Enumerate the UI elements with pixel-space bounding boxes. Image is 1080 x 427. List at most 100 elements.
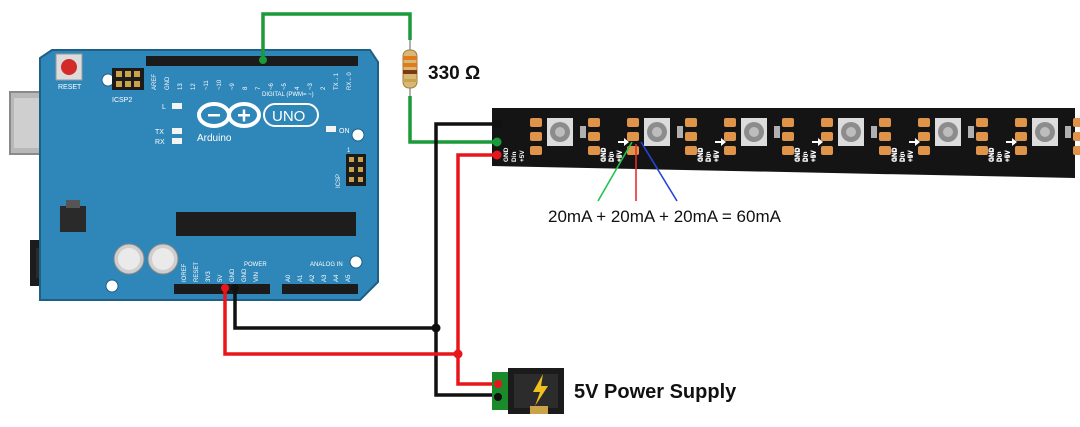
digital-pin-label: TX→1 [334,72,340,90]
icsp-pin1-label: 1 [347,148,351,154]
uno-badge [263,103,319,127]
strip-output-label: GND [698,147,705,162]
strip-output-label: +5V [1005,150,1012,162]
strip-output-label: GND [601,147,608,162]
board-body [39,49,379,301]
voltage-regulator [60,206,86,232]
analog-pin-label: A0 [286,274,292,282]
junction-dot [492,150,502,160]
digital-pin-label: 7 [256,86,262,90]
analog-header-label: ANALOG IN [310,262,343,268]
power-pin-label: IOREF [182,263,188,282]
ground-wire [233,122,497,397]
solder-pad [530,146,542,155]
solder-pad [782,118,794,127]
junction-dot [231,284,239,292]
strip-input-label: Din [511,152,518,163]
solder-pad [627,118,639,127]
digital-header-label: DIGITAL (PWM= ~) [262,92,314,98]
digital-pin-label: ~6 [269,82,275,90]
analog-pin-label: A4 [334,274,340,282]
solder-pad [821,132,833,141]
led-l-label: L [162,104,166,111]
strip-input-label: Din [802,152,809,163]
mounting-hole [105,279,119,293]
icsp2-label: ICSP2 [112,97,132,104]
digital-pin-label: ~5 [282,82,288,90]
power-header-label: POWER [244,262,267,268]
junction-dot [259,56,267,64]
strip-output-label: D0 [803,153,810,162]
solder-pad [976,146,988,155]
strip-input-label: +5V [810,150,817,162]
data-wire [261,12,497,144]
data-direction-arrow-icon [715,138,726,146]
led-die [943,127,953,137]
reset-label: RESET [58,84,82,91]
on-label: ON [339,128,350,135]
led-l [172,103,182,109]
data-direction-arrow-icon [909,138,920,146]
junction-dot [221,284,229,292]
strip-output-label: D0 [900,153,907,162]
solder-pad [976,132,988,141]
strip-output-label: D0 [997,153,1004,162]
solder-pad [976,118,988,127]
analog-pin-label: A1 [298,274,304,282]
solder-pad [1015,118,1027,127]
led-rx [172,138,182,144]
smd-component [1065,126,1071,138]
led-tx-label: TX [155,129,164,136]
analog-header [282,284,358,294]
solder-pad [1073,132,1080,141]
capacitor [113,243,145,275]
strip-output-label: +5V [714,150,721,162]
digital-pin-label: GND [165,76,171,90]
digital-pin-label: 13 [178,83,184,90]
junction-dot [492,137,502,147]
strip-input-label: GND [988,147,995,162]
solder-pad [724,118,736,127]
led-die [749,127,759,137]
led-die [1040,127,1050,137]
uno-label: UNO [272,108,305,125]
brand-label: Arduino [197,133,232,144]
strip-input-label: GND [891,147,898,162]
solder-pad [724,132,736,141]
digital-pin-label: 4 [295,86,301,90]
solder-pad [530,118,542,127]
solder-pad [685,118,697,127]
smd-component [677,126,683,138]
digital-pin-label: 2 [321,86,327,90]
solder-pad [918,146,930,155]
strip-input-label: Din [705,152,712,163]
solder-pad [627,132,639,141]
solder-pad [879,132,891,141]
strip-output-label: +5V [908,150,915,162]
led-tx [172,128,182,134]
icsp-label: ICSP [336,174,342,188]
icsp-header [346,154,366,186]
data-direction-arrow-icon [812,138,823,146]
strip-input-label: GND [794,147,801,162]
strip-input-label: +5V [713,150,720,162]
power-wire [223,153,497,386]
strip-input-label: +5V [907,150,914,162]
strip-input-label: +5V [519,150,526,162]
junction-dot [492,119,502,129]
microcontroller-chip [176,212,356,236]
blue-current-ray [640,141,678,202]
power-supply-label: 5V Power Supply [574,381,737,403]
junction-dot [431,323,441,333]
digital-pin-label: ~9 [230,82,236,90]
smd-component [774,126,780,138]
digital-pin-label: ~3 [308,82,314,90]
